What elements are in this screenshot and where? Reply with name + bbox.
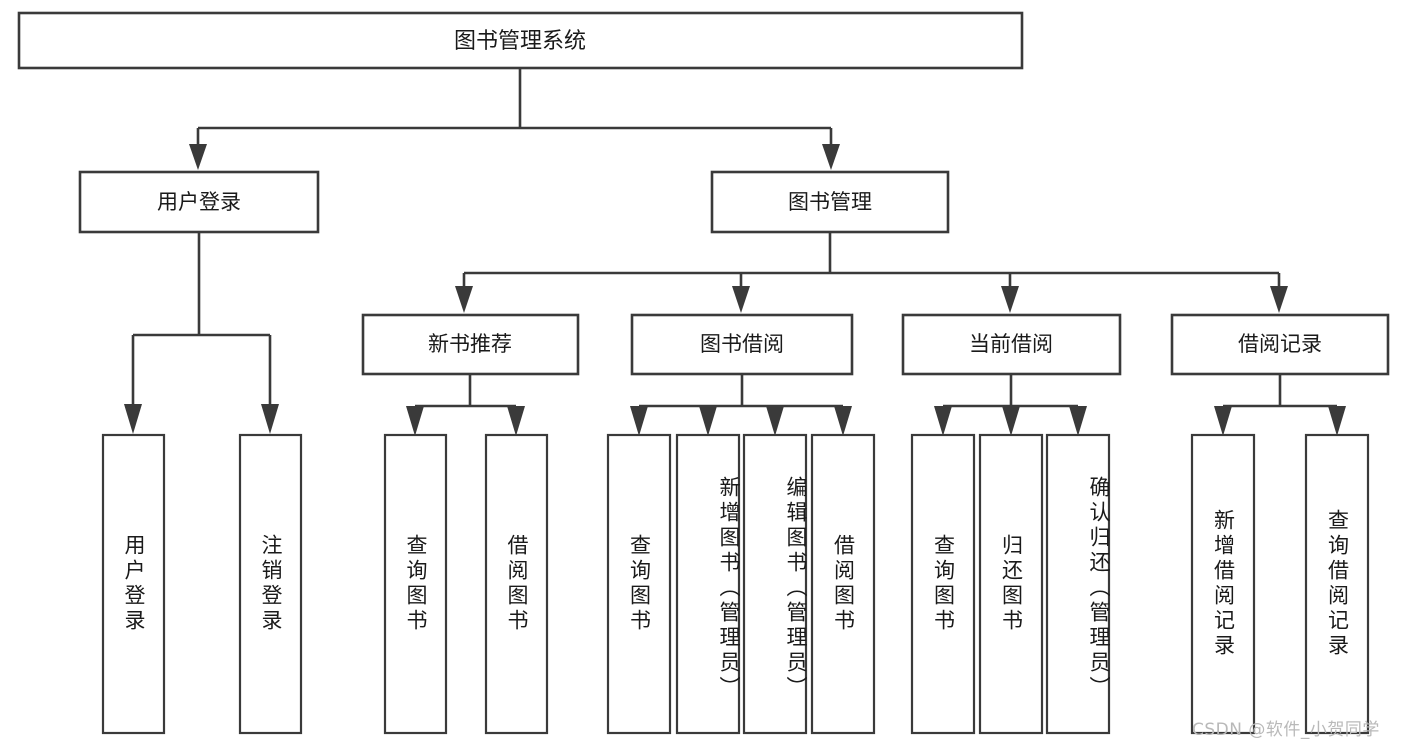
leaf-box-borrow-record-1[interactable] (1190, 433, 1256, 735)
arrow-book-borrow-leaf-2 (699, 406, 717, 436)
node-current-borrow-label: 当前借阅 (969, 332, 1053, 356)
arrow-user-login-leaf-2 (261, 404, 279, 434)
arrow-to-current-borrow (1001, 286, 1019, 313)
node-new-book-recommend-box[interactable] (361, 313, 580, 376)
arrow-user-login-leaf-1 (124, 404, 142, 434)
node-book-borrow-box[interactable] (630, 313, 854, 376)
arrow-book-borrow-leaf-1 (630, 406, 648, 436)
arrow-book-borrow-leaf-4 (834, 406, 852, 436)
arrow-current-borrow-leaf-1 (934, 406, 952, 436)
arrow-borrow-record-leaf-1 (1214, 406, 1232, 436)
leaf-box-book-borrow-1[interactable] (606, 433, 672, 735)
node-root-label: 图书管理系统 (454, 29, 586, 54)
leaf-box-user-login-1[interactable] (101, 433, 166, 735)
node-current-borrow[interactable]: 当前借阅 (901, 313, 1122, 376)
node-book-manage[interactable]: 图书管理 (710, 170, 950, 234)
leaf-box-book-borrow-4[interactable] (810, 433, 876, 735)
arrow-to-new-book (455, 286, 473, 313)
leaf-box-new-book-2[interactable] (484, 433, 549, 735)
node-user-login[interactable]: 用户登录 (78, 170, 320, 234)
arrow-borrow-record-leaf-2 (1328, 406, 1346, 436)
node-current-borrow-box[interactable] (901, 313, 1122, 376)
node-book-borrow-label: 图书借阅 (700, 332, 784, 356)
node-user-login-label: 用户登录 (157, 190, 241, 214)
node-root-box[interactable] (17, 11, 1024, 70)
leaf-box-user-login-2[interactable] (238, 433, 303, 735)
leaf-box-current-borrow-1[interactable] (910, 433, 976, 735)
node-borrow-record-label: 借阅记录 (1238, 332, 1322, 356)
arrow-to-book-borrow (732, 286, 750, 313)
node-new-book-recommend-label: 新书推荐 (428, 332, 512, 356)
leaf-box-borrow-record-2[interactable] (1304, 433, 1370, 735)
node-borrow-record[interactable]: 借阅记录 (1170, 313, 1390, 376)
leaf-box-current-borrow-3[interactable] (1045, 433, 1111, 735)
arrow-current-borrow-leaf-2 (1002, 406, 1020, 436)
leaf-box-book-borrow-3[interactable] (742, 433, 808, 735)
arrow-book-borrow-leaf-3 (766, 406, 784, 436)
node-root[interactable]: 图书管理系统 (17, 11, 1024, 70)
leaf-box-current-borrow-2[interactable] (978, 433, 1044, 735)
watermark-text: CSDN @软件_小贺同学 (1192, 720, 1380, 740)
arrow-to-book-manage (822, 144, 840, 170)
node-borrow-record-box[interactable] (1170, 313, 1390, 376)
node-book-borrow[interactable]: 图书借阅 (630, 313, 854, 376)
leaf-box-book-borrow-2[interactable] (675, 433, 741, 735)
arrow-new-book-leaf-1 (406, 406, 424, 436)
arrow-new-book-leaf-2 (507, 406, 525, 436)
node-book-manage-label: 图书管理 (788, 190, 872, 214)
arrow-to-borrow-record (1270, 286, 1288, 313)
arrow-current-borrow-leaf-3 (1069, 406, 1087, 436)
arrow-to-user-login (189, 144, 207, 170)
leaf-box-new-book-1[interactable] (383, 433, 448, 735)
node-new-book-recommend[interactable]: 新书推荐 (361, 313, 580, 376)
node-book-manage-box[interactable] (710, 170, 950, 234)
